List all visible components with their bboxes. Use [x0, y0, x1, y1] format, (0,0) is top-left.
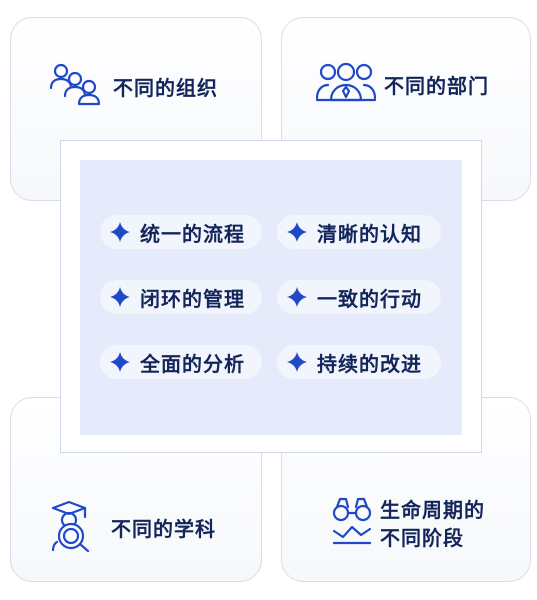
card-label: 生命周期的 不同阶段	[380, 496, 485, 552]
pill-label: 一致的行动	[317, 286, 422, 311]
sparkle-star-icon	[110, 287, 130, 307]
pill-comprehensive-analysis: 全面的分析	[100, 345, 262, 379]
pill-clear-cognition: 清晰的认知	[277, 215, 441, 249]
people-group-icon	[49, 62, 105, 110]
pill-consistent-action: 一致的行动	[277, 280, 441, 314]
sparkle-star-icon	[110, 222, 130, 242]
pill-closed-loop-management: 闭环的管理	[100, 280, 262, 314]
sparkle-star-icon	[110, 352, 130, 372]
sparkle-star-icon	[287, 287, 307, 307]
pill-label: 清晰的认知	[317, 221, 422, 246]
binoculars-chart-icon	[332, 497, 372, 551]
pill-continuous-improvement: 持续的改进	[277, 345, 441, 379]
card-label-line-2: 不同阶段	[380, 526, 464, 550]
sparkle-star-icon	[287, 352, 307, 372]
pill-label: 全面的分析	[140, 351, 245, 376]
pill-label: 闭环的管理	[140, 286, 245, 311]
pill-label: 持续的改进	[317, 351, 422, 376]
card-label: 不同的部门	[384, 73, 489, 98]
pill-label: 统一的流程	[140, 221, 245, 246]
pill-unified-process: 统一的流程	[100, 215, 262, 249]
card-label: 不同的学科	[111, 516, 216, 541]
scholar-magnifier-icon	[51, 498, 103, 556]
team-members-icon	[315, 60, 377, 108]
card-label-line-1: 生命周期的	[380, 498, 485, 522]
sparkle-star-icon	[287, 222, 307, 242]
card-label: 不同的组织	[113, 75, 218, 100]
